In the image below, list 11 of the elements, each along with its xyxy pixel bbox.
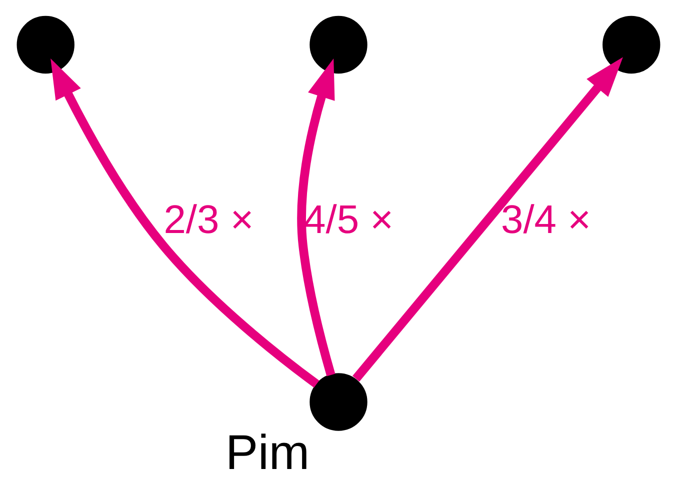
arrow <box>297 58 336 376</box>
node-circle <box>310 373 368 431</box>
node-circle <box>310 16 368 74</box>
edge-label: 4/5 × <box>304 198 394 242</box>
edge-label: 2/3 × <box>164 198 254 242</box>
node-circle <box>602 16 660 74</box>
edge-label: 3/4 × <box>501 198 591 242</box>
node-circle <box>16 16 74 74</box>
arrow <box>50 58 320 388</box>
node-label: Pim <box>225 426 310 480</box>
arrow <box>352 57 623 382</box>
